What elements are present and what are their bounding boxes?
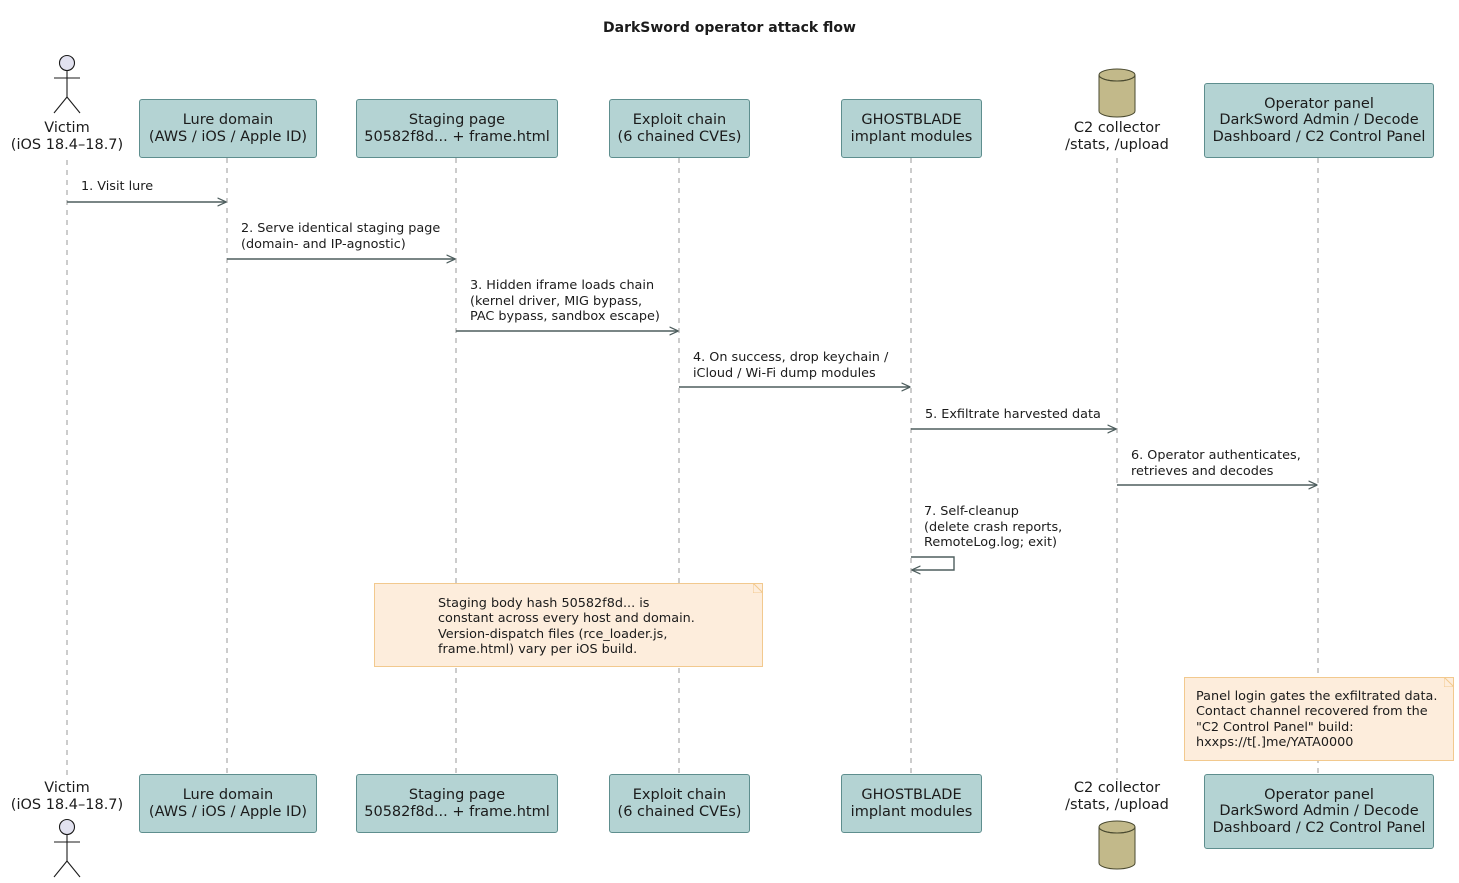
c2-database-icon-top (1098, 68, 1136, 118)
diagram-title: DarkSword operator attack flow (603, 20, 856, 36)
message-4-label: 4. On success, drop keychain /iCloud / W… (693, 350, 889, 381)
message-2-label: 2. Serve identical staging page(domain- … (241, 221, 441, 252)
c2-database-icon-bottom (1098, 820, 1136, 870)
participant-c2-label-bottom: C2 collector/stats, /upload (1065, 780, 1169, 813)
participant-c2-label-top: C2 collector/stats, /upload (1065, 120, 1169, 153)
participant-exploit-bottom: Exploit chain(6 chained CVEs) (609, 774, 750, 833)
participant-lure-top: Lure domain(AWS / iOS / Apple ID) (139, 99, 317, 158)
message-3-label: 3. Hidden iframe loads chain(kernel driv… (470, 278, 660, 324)
participant-victim-label-top: Victim(iOS 18.4–18.7) (10, 120, 124, 153)
message-6-label: 6. Operator authenticates,retrieves and … (1131, 448, 1301, 479)
note-panel-login: Panel login gates the exfiltrated data.C… (1184, 677, 1454, 761)
message-7-label: 7. Self-cleanup(delete crash reports,Rem… (924, 504, 1063, 550)
participant-lure-bottom: Lure domain(AWS / iOS / Apple ID) (139, 774, 317, 833)
victim-actor-icon-bottom (53, 818, 81, 878)
victim-actor-icon-top (53, 54, 81, 114)
message-1-label: 1. Visit lure (81, 179, 154, 194)
participant-victim-label-bottom: Victim(iOS 18.4–18.7) (10, 780, 124, 813)
participant-exploit-top: Exploit chain(6 chained CVEs) (609, 99, 750, 158)
message-5-label: 5. Exfiltrate harvested data (925, 407, 1101, 422)
message-7-arrow (911, 556, 955, 570)
